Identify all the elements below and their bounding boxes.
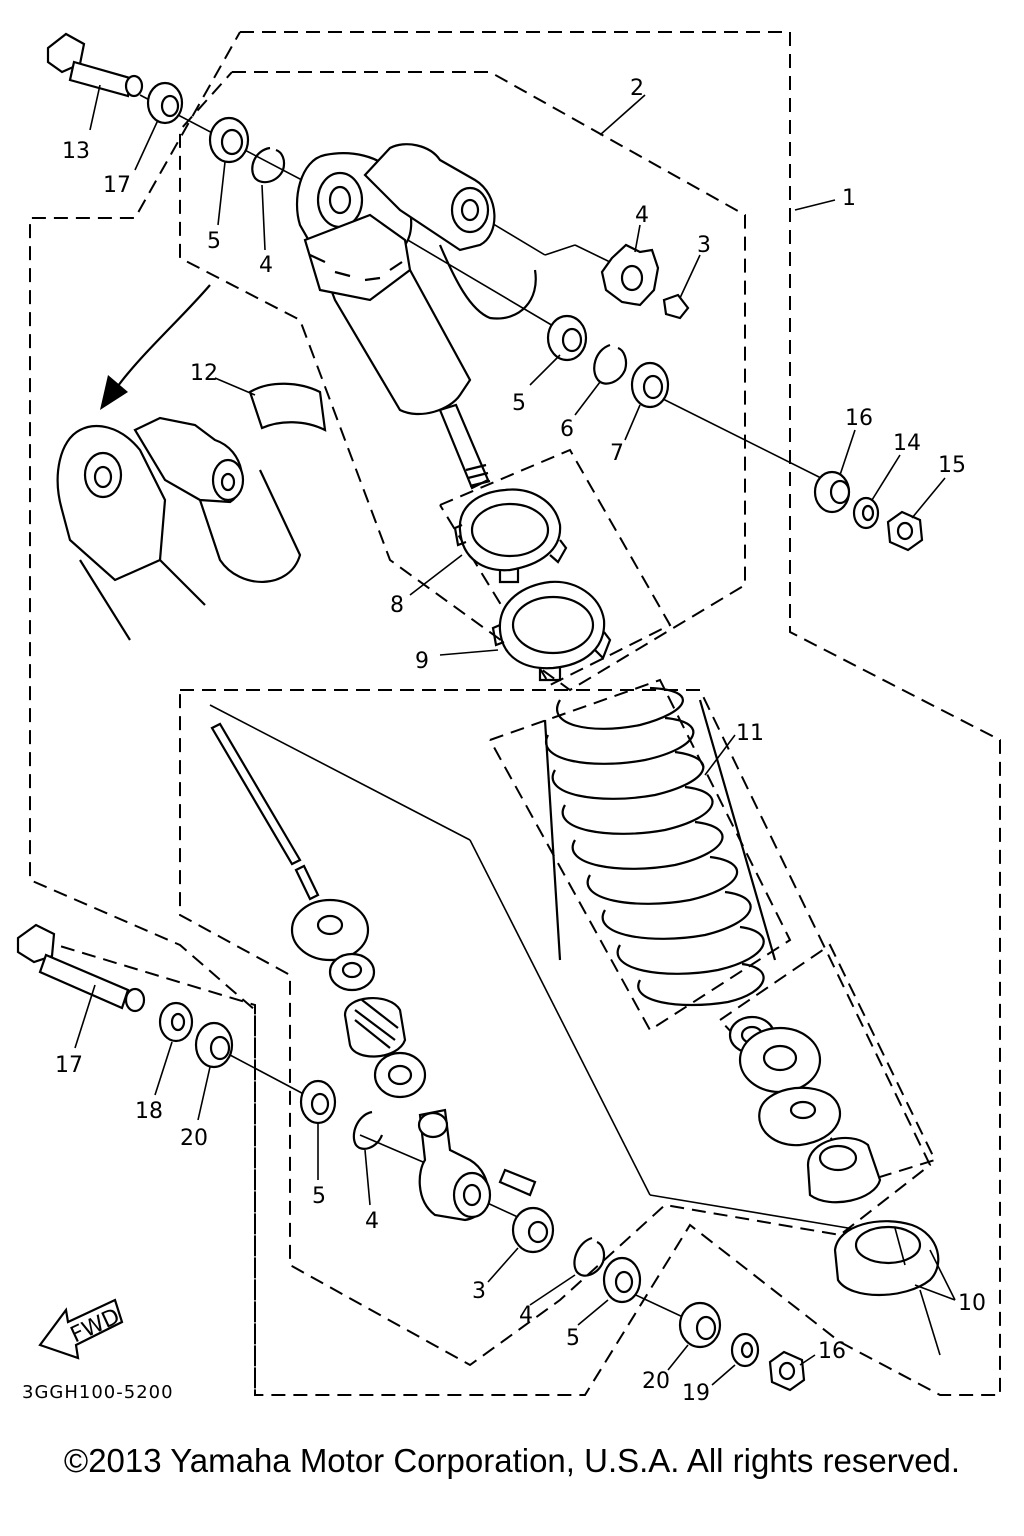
spring-seat-stack <box>728 1015 882 1204</box>
boundary-bottom-bolt <box>39 939 256 1395</box>
boundary-assembly-2 <box>179 71 746 692</box>
washer-18 <box>158 1001 194 1043</box>
circlip-4-top <box>251 146 286 184</box>
top-bolt-13 <box>46 32 144 98</box>
lower-eye <box>417 1108 537 1222</box>
label-6: 6 <box>560 417 574 442</box>
circlip-4-lower-left <box>352 1110 384 1150</box>
label-4-lower: 4 <box>519 1303 533 1328</box>
label-20-left: 20 <box>180 1126 208 1151</box>
label-leaders <box>74 84 956 1386</box>
exploded-parts-diagram: FWD 13 17 5 <box>16 31 1001 1406</box>
inset-view-arrow <box>100 284 211 410</box>
label-16-bottom: 16 <box>818 1339 846 1364</box>
diagram-code: 3GGH100-5200 <box>22 1382 174 1403</box>
copyright-notice: ©2013 Yamaha Motor Corporation, U.S.A. A… <box>63 1442 961 1479</box>
collar-17-top <box>146 81 184 125</box>
label-12: 12 <box>190 361 218 386</box>
nut-15 <box>886 510 924 552</box>
seal-7 <box>630 361 670 409</box>
label-17-top: 17 <box>103 173 131 198</box>
label-9: 9 <box>415 649 429 674</box>
label-19: 19 <box>682 1381 710 1406</box>
label-20-right: 20 <box>642 1369 670 1394</box>
label-16-top: 16 <box>845 406 873 431</box>
label-5-top: 5 <box>207 229 221 254</box>
collar-20-right <box>678 1301 722 1349</box>
bearing-5-lower-left <box>299 1079 337 1125</box>
label-3-top: 3 <box>697 233 711 258</box>
inset-reservoir-view <box>56 382 327 641</box>
circlip-4-lower <box>573 1236 606 1277</box>
label-1: 1 <box>842 186 856 211</box>
adjuster-4-top-right <box>600 243 660 307</box>
collar-20-left <box>194 1021 234 1069</box>
locknut-9 <box>491 580 612 682</box>
label-17-bottom: 17 <box>55 1053 83 1078</box>
rod-components <box>290 898 427 1099</box>
boundary-spring <box>489 678 792 1032</box>
label-5-lower-left: 5 <box>312 1184 326 1209</box>
label-14: 14 <box>893 431 921 456</box>
bearing-5-mid <box>546 314 588 362</box>
bearing-5-top <box>208 116 250 164</box>
collar-3-lower <box>511 1206 555 1254</box>
nut-16-lower <box>768 1350 806 1392</box>
part-labels: 13 17 5 4 2 1 4 3 12 5 6 7 16 14 15 8 9 … <box>55 76 986 1406</box>
label-18: 18 <box>135 1099 163 1124</box>
label-4-top-right: 4 <box>635 203 649 228</box>
fwd-arrow-icon: FWD <box>38 1298 124 1360</box>
label-13: 13 <box>62 139 90 164</box>
circlip-6 <box>593 343 628 385</box>
label-3-lower: 3 <box>472 1279 486 1304</box>
shock-absorber-body <box>296 143 537 490</box>
spring-guide-10 <box>833 1220 940 1296</box>
label-4-lower-left: 4 <box>365 1209 379 1234</box>
label-7: 7 <box>610 441 624 466</box>
damper-rod <box>210 722 320 901</box>
spring-11 <box>543 686 777 1007</box>
boundary-locknuts <box>439 448 672 687</box>
label-4-top: 4 <box>259 253 273 278</box>
washer-19 <box>730 1332 760 1368</box>
label-5-lower: 5 <box>566 1326 580 1351</box>
boundary-rod-assembly <box>179 689 932 1367</box>
label-11: 11 <box>736 721 764 746</box>
label-10: 10 <box>958 1291 986 1316</box>
locknut-8 <box>453 488 568 584</box>
washer-14 <box>852 496 880 530</box>
bearing-5-lower <box>602 1256 642 1304</box>
bottom-bolt-17 <box>16 923 146 1013</box>
label-2: 2 <box>630 76 644 101</box>
screw-3-top <box>662 293 690 320</box>
label-8: 8 <box>390 593 404 618</box>
label-15: 15 <box>938 453 966 478</box>
label-5-mid: 5 <box>512 391 526 416</box>
collar-16-top <box>813 470 851 514</box>
